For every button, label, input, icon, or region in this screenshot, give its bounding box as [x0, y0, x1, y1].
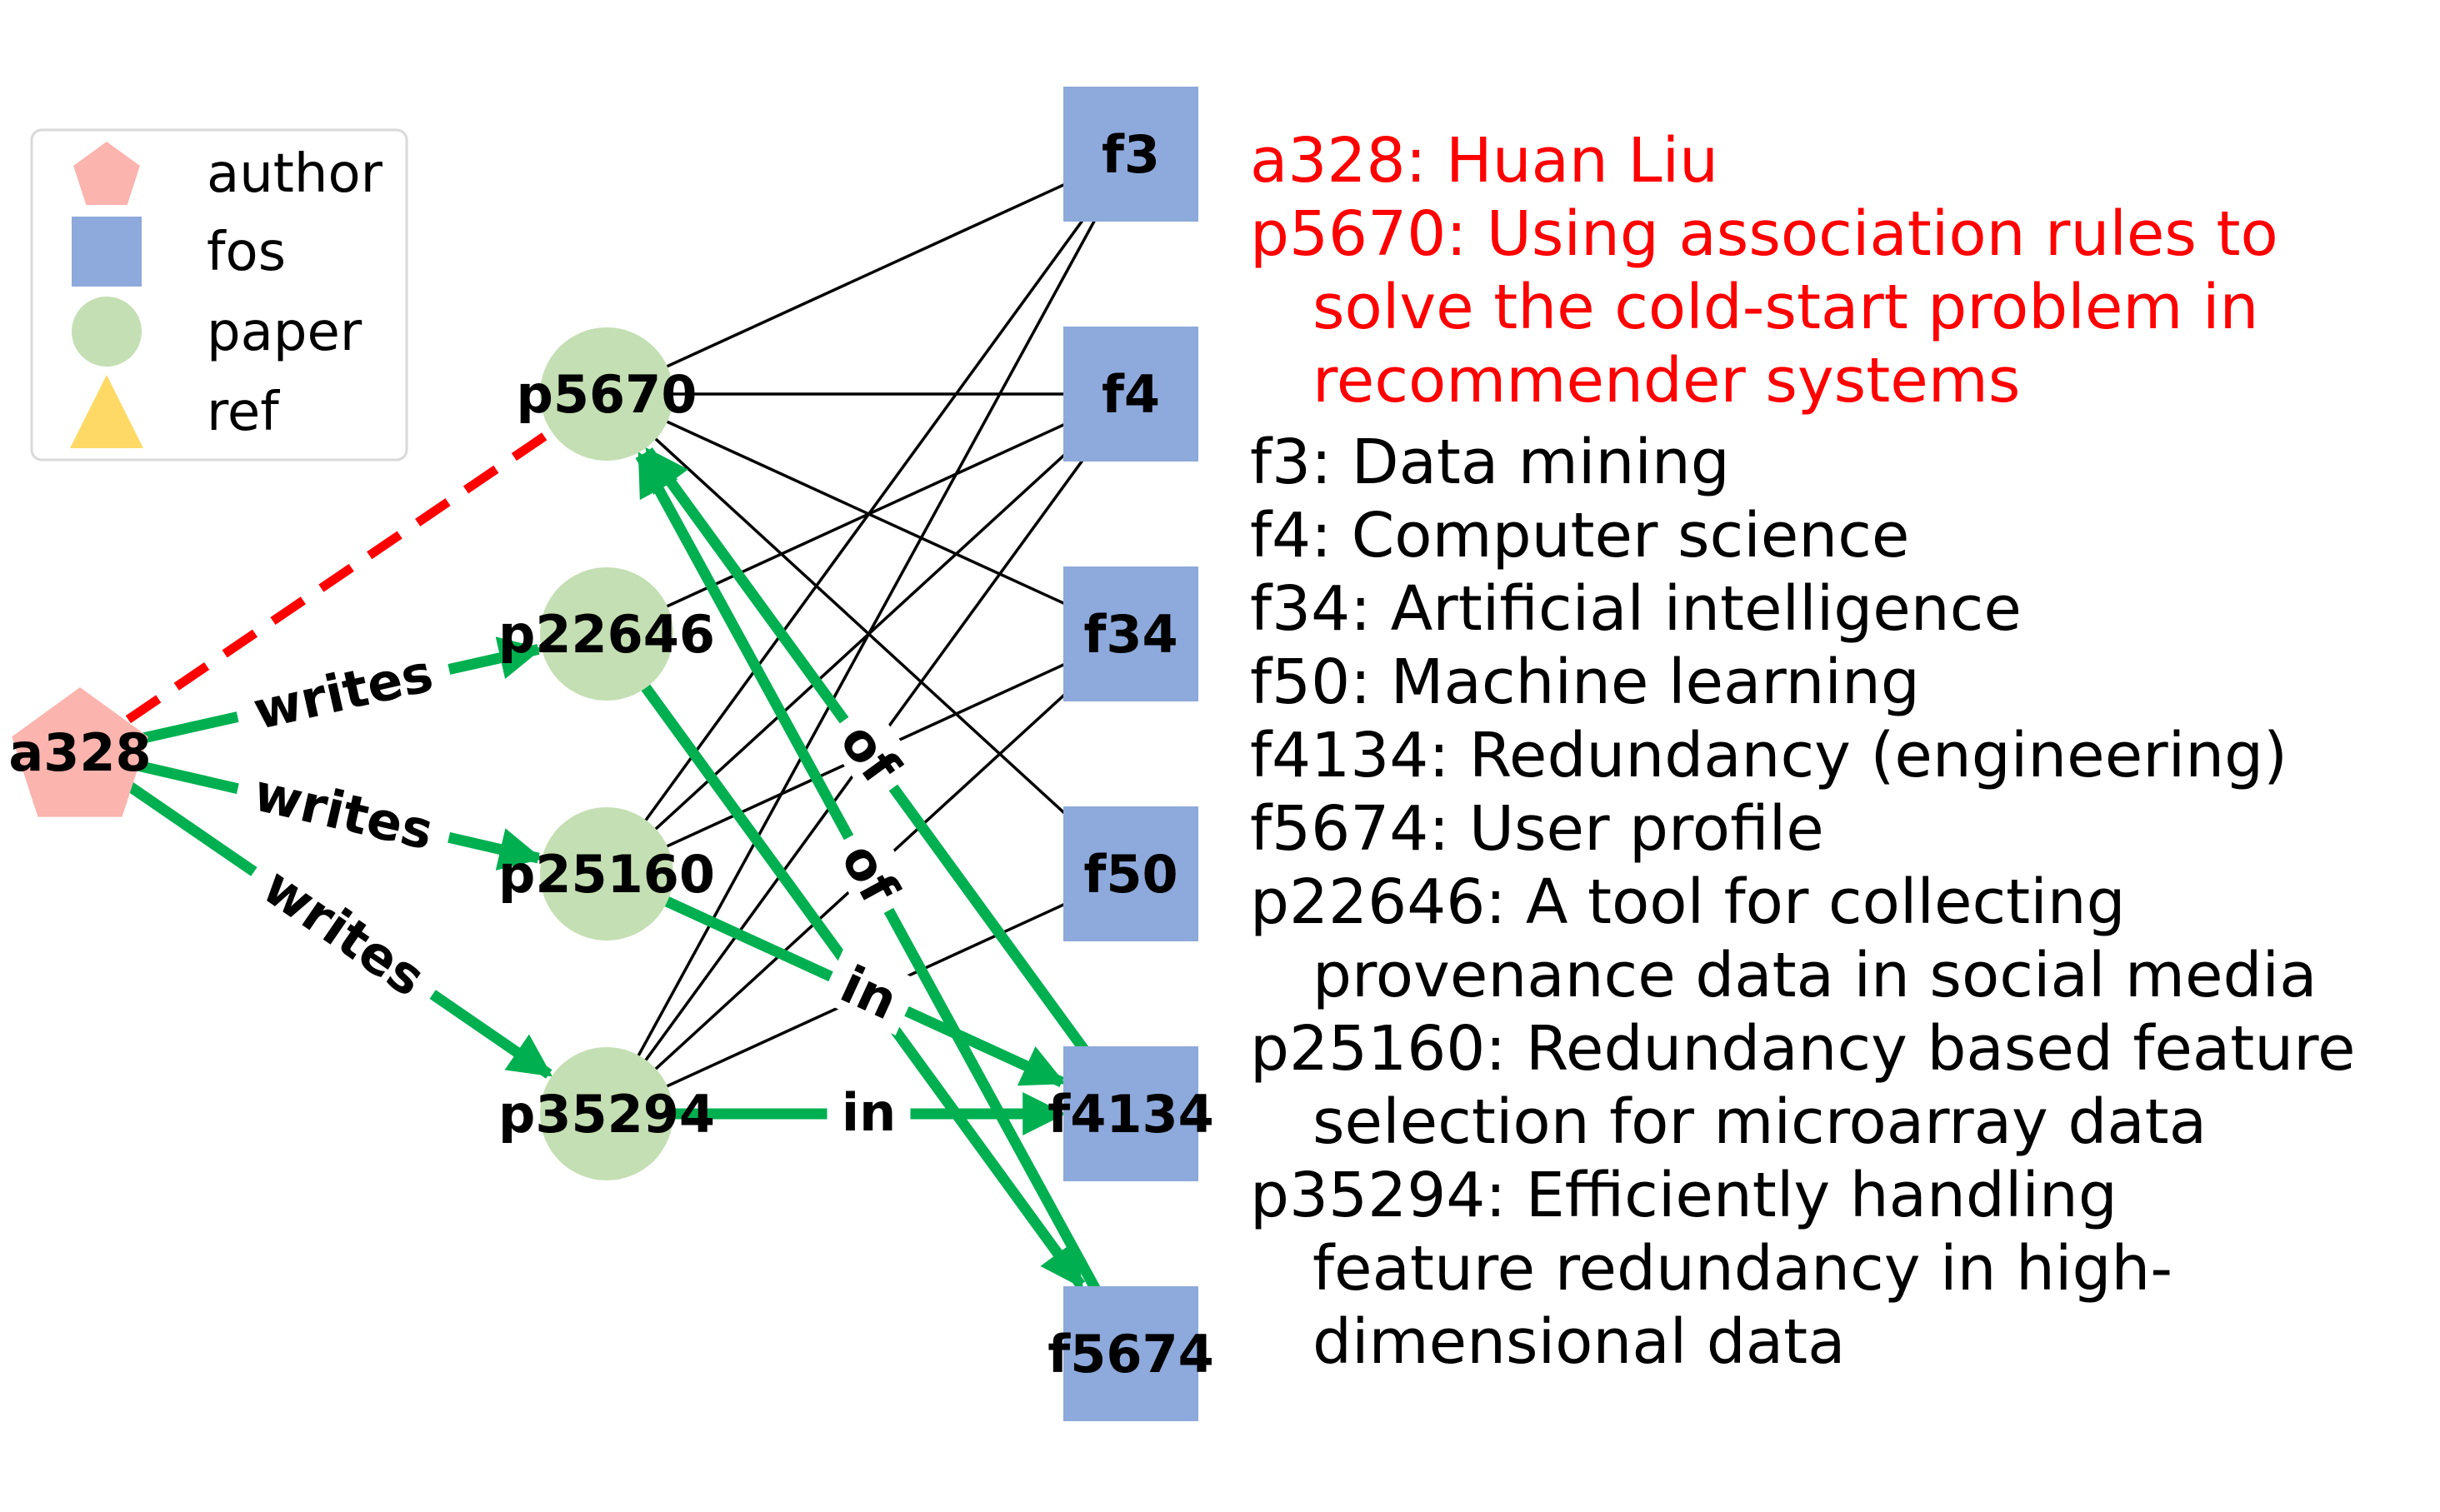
description-line: dimensional data — [1312, 1306, 1845, 1378]
node-label-f4: f4 — [1102, 364, 1160, 425]
node-label-f50: f50 — [1083, 844, 1178, 905]
highlighted-description-line: p5670: Using association rules to — [1250, 198, 2278, 270]
node-label-p35294: p35294 — [498, 1084, 715, 1145]
edge-label-a328-p22646: writes — [230, 636, 455, 743]
description-line: f34: Artificial intelligence — [1250, 573, 2022, 645]
node-p25160 — [540, 807, 673, 941]
description-line: f3: Data mining — [1250, 427, 1730, 498]
nodes — [12, 87, 1198, 1421]
edge-label-background — [825, 821, 918, 924]
legend-paper-label: paper — [207, 302, 362, 363]
predicted-edges — [77, 425, 558, 756]
description-line: f4134: Redundancy (engineering) — [1250, 720, 2288, 791]
node-f3 — [1063, 87, 1198, 222]
plain-edges — [605, 152, 1132, 1115]
legend-frame — [30, 128, 408, 462]
legend-paper-marker — [72, 297, 142, 367]
legend: author fos paper ref — [30, 128, 408, 462]
node-label-p5670: p5670 — [517, 364, 698, 425]
node-p5670 — [540, 327, 673, 461]
node-label-f34: f34 — [1083, 604, 1178, 665]
highlighted-description-line: solve the cold-start problem in — [1312, 272, 2258, 343]
description-line: feature redundancy in high- — [1312, 1233, 2172, 1305]
node-f5674 — [1063, 1286, 1198, 1421]
node-a328 — [12, 687, 148, 817]
legend-fos-marker — [72, 217, 142, 287]
edge-label-background — [230, 636, 455, 743]
description-line: p25160: Redundancy based feature — [1250, 1013, 2356, 1085]
node-p35294 — [540, 1047, 673, 1180]
legend-author-marker — [73, 142, 140, 205]
node-label-f4134: f4134 — [1048, 1084, 1214, 1145]
predicted-edge-a328-p5670 — [77, 425, 558, 756]
edge-p35294-f3 — [605, 153, 1132, 1115]
edge-label-a328-p25160: writes — [232, 756, 457, 864]
description-line: selection for microarray data — [1312, 1086, 2207, 1158]
legend-fos-label: fos — [207, 222, 286, 283]
edge-p5670-f3 — [606, 152, 1132, 396]
node-f50 — [1063, 806, 1198, 941]
node-label-a328: a328 — [8, 722, 151, 783]
edge-label-p25160-f4134: in — [819, 946, 921, 1035]
highlighted-description-line: recommender systems — [1312, 345, 2020, 417]
edge-label-text: writes — [248, 642, 438, 741]
description-line: f5674: User profile — [1250, 793, 1824, 865]
node-p22646 — [540, 567, 673, 701]
edge-label-text: in — [842, 1082, 896, 1143]
description-line: p22646: A tool for collecting — [1250, 866, 2126, 938]
node-labels: a328 p5670 p22646 p25160 p35294 f3 f4 f34 f50 f41… — [8, 124, 1213, 1385]
legend-ref-label: ref — [207, 382, 280, 443]
edge-label-background — [819, 946, 921, 1035]
description-line: f50: Machine learning — [1250, 646, 1920, 718]
edge-label-background — [827, 1080, 911, 1140]
edge-label-background — [238, 844, 452, 1017]
description-line: f4: Computer science — [1250, 500, 1909, 571]
edge-label-p35294-f4134: in — [827, 1080, 911, 1143]
description-line: p35294: Efficiently handling — [1250, 1160, 2118, 1231]
node-label-p25160: p25160 — [498, 844, 715, 905]
edge-label-f5674-p5670: of — [825, 821, 918, 924]
highlighted-description-line: a328: Huan Liu — [1250, 125, 1718, 197]
edge-label-background — [822, 701, 921, 804]
edge-label-background — [232, 756, 457, 864]
node-label-f5674: f5674 — [1048, 1324, 1214, 1385]
node-label-f3: f3 — [1102, 124, 1160, 185]
edge-label-a328-p35294: writes — [238, 844, 452, 1017]
description-line: provenance data in social media — [1312, 940, 2317, 1011]
node-f4134 — [1063, 1046, 1198, 1181]
edge-label-text: writes — [252, 856, 436, 1008]
edge-label-text: writes — [248, 761, 439, 861]
node-f34 — [1063, 566, 1198, 701]
node-f4 — [1063, 327, 1198, 462]
legend-ref-marker — [70, 375, 143, 448]
legend-author-label: author — [207, 143, 383, 205]
node-label-p22646: p22646 — [498, 604, 715, 665]
